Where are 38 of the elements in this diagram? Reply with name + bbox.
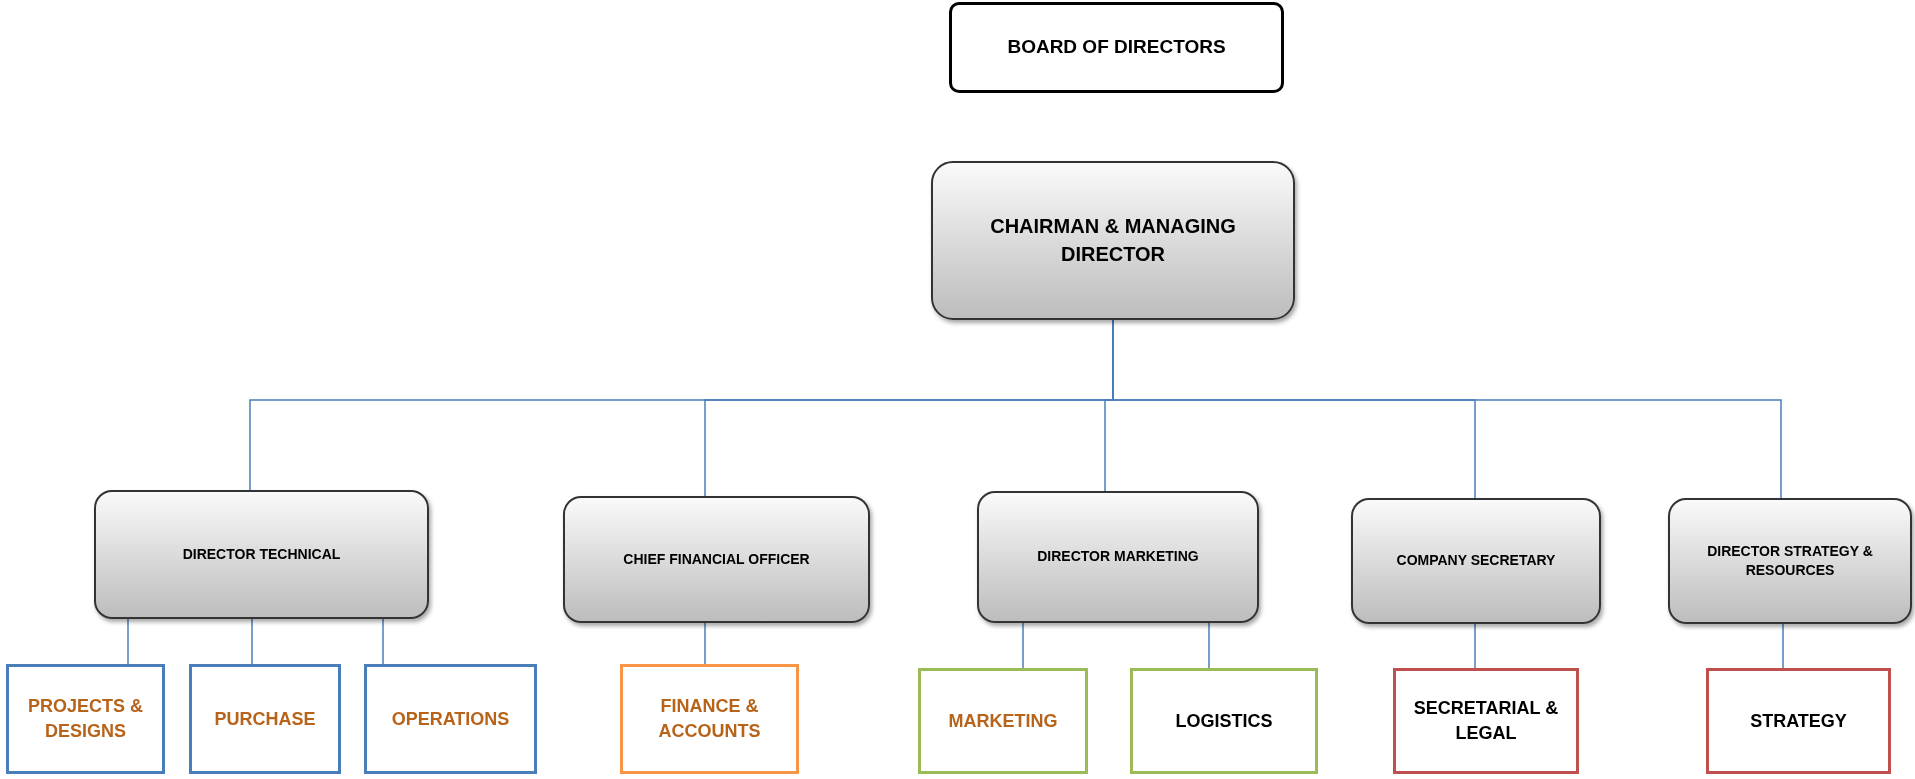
connector-line bbox=[127, 618, 129, 665]
department-box bbox=[1393, 668, 1579, 774]
node-label: DIRECTOR STRATEGY & RESOURCES bbox=[1706, 541, 1874, 580]
department-box bbox=[918, 668, 1088, 774]
director-box bbox=[94, 490, 429, 619]
connector-line bbox=[1022, 622, 1024, 669]
executive-box bbox=[931, 161, 1295, 320]
director-box bbox=[977, 491, 1259, 623]
department-box bbox=[364, 664, 537, 774]
department-box bbox=[1130, 668, 1318, 774]
node-label: PROJECTS & DESIGNS bbox=[27, 695, 144, 743]
node-label: DIRECTOR TECHNICAL bbox=[182, 544, 341, 564]
node-label: LOGISTICS bbox=[1175, 709, 1273, 733]
node-label: FINANCE & ACCOUNTS bbox=[657, 695, 762, 743]
node-label: BOARD OF DIRECTORS bbox=[1007, 35, 1226, 60]
node-label: STRATEGY bbox=[1750, 709, 1847, 733]
node-label: MARKETING bbox=[948, 709, 1058, 733]
node-label: CHAIRMAN & MANAGING DIRECTOR bbox=[989, 214, 1237, 267]
node-label: OPERATIONS bbox=[391, 707, 510, 731]
node-label: CHIEF FINANCIAL OFFICER bbox=[623, 549, 810, 569]
connector-line bbox=[251, 618, 253, 665]
connector-line bbox=[704, 622, 706, 665]
department-box bbox=[1706, 668, 1891, 774]
connector-line bbox=[1782, 623, 1784, 669]
node-label: PURCHASE bbox=[214, 707, 316, 731]
connector-line bbox=[1474, 623, 1476, 669]
department-box bbox=[6, 664, 165, 774]
node-label: DIRECTOR MARKETING bbox=[1037, 547, 1199, 567]
department-box bbox=[620, 664, 799, 774]
connector-line bbox=[1208, 622, 1210, 669]
board-box bbox=[949, 2, 1284, 93]
connector-line bbox=[382, 618, 384, 665]
node-label: COMPANY SECRETARY bbox=[1396, 551, 1556, 571]
director-box bbox=[1668, 498, 1912, 624]
department-box bbox=[189, 664, 341, 774]
director-box bbox=[1351, 498, 1601, 624]
node-label: SECRETARIAL & LEGAL bbox=[1412, 697, 1560, 745]
director-box bbox=[563, 496, 870, 623]
